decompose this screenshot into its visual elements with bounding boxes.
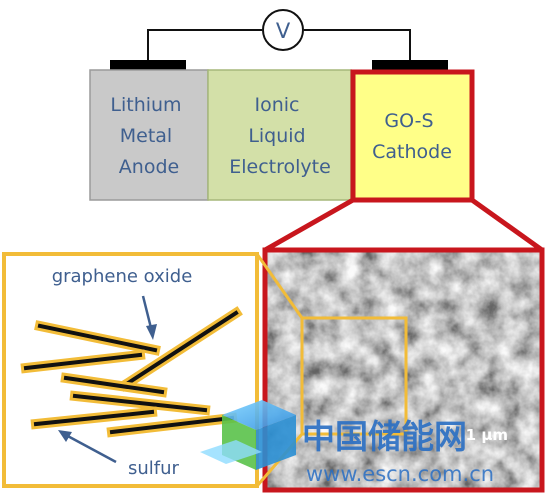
voltmeter-symbol: V: [276, 19, 291, 43]
logo-cube-right: [256, 415, 296, 470]
sem-border: [262, 247, 545, 493]
sem-micrograph: 1 μm: [262, 247, 545, 493]
flake-3: [118, 306, 243, 392]
sem-scale-label: 1 μm: [466, 426, 508, 444]
flake-1: [34, 320, 161, 356]
wire-right: [304, 29, 411, 62]
anode-terminal: [110, 60, 186, 70]
logo-cube-top: [222, 400, 296, 430]
watermark-url: www.escn.com.cn: [306, 462, 494, 486]
logo-cube-small: [200, 440, 262, 464]
cathode-label: GO-S Cathode: [372, 110, 452, 163]
sulfur-arrow-shaft: [63, 432, 117, 464]
wire-left: [147, 29, 262, 62]
cathode-terminal: [372, 60, 448, 70]
flake-7: [106, 412, 238, 438]
cathode-box: [350, 69, 475, 203]
flake-4: [60, 372, 168, 398]
flake-5: [69, 390, 211, 416]
flake-6: [30, 406, 158, 430]
sem-texture: [265, 250, 542, 490]
graphene-oxide-label: graphene oxide: [52, 266, 193, 287]
anode-label: Lithium Metal Anode: [110, 94, 187, 178]
electrolyte-box: [207, 69, 352, 201]
sulfur-arrow-head: [58, 430, 72, 442]
watermark: 中国储能网 www.escn.com.cn: [200, 400, 494, 486]
electrolyte-label: Ionic Liquid Electrolyte: [229, 94, 331, 178]
zoom-line-left: [263, 197, 355, 253]
graphene-arrow-head: [146, 324, 157, 340]
sulfur-label: sulfur: [128, 458, 180, 479]
zoom-line-right: [470, 197, 544, 253]
flake-2: [20, 349, 146, 374]
watermark-chinese: 中国储能网: [302, 417, 467, 456]
sem-zoom-box: [300, 316, 408, 436]
anode-box: [89, 69, 209, 201]
voltmeter-circle: [262, 9, 304, 51]
schematic-link-top: [255, 253, 304, 319]
